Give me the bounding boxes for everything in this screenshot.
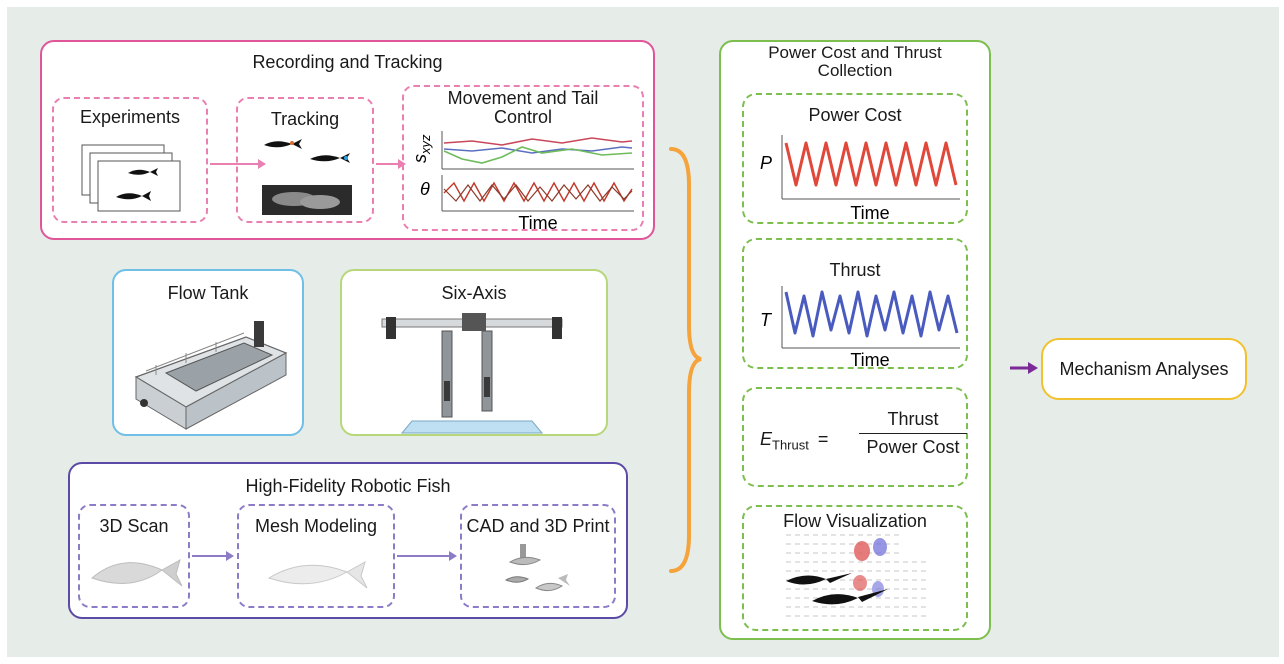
mechanism-analyses-box: Mechanism Analyses [1041,338,1247,400]
sxyz-series-blue [443,146,633,154]
six-axis-illustration [381,313,563,434]
power-thrust-panel: Power Cost and Thrust Collection Power C… [719,40,991,640]
thrust-label: Thrust [829,260,881,280]
flow-vis-label: Flow Visualization [783,511,927,531]
tracking-camera-frame [262,185,352,215]
recording-tracking-panel: Recording and Tracking Experiments Track… [40,40,655,240]
theta-series-red [443,181,633,203]
thrust-axis-label: T [760,310,773,330]
arrow-to-mechanism [1010,362,1038,374]
experiments-box: Experiments [52,97,208,223]
mesh-box: Mesh Modeling [237,504,395,608]
movement-time-label: Time [518,213,557,233]
movement-tail-label: Movement and Tail Control [447,88,599,127]
grouping-brace [669,147,702,573]
arrow-experiments-to-tracking [210,159,266,169]
power-cost-label: Power Cost [808,105,902,125]
power-axis-label: P [760,153,772,173]
efficiency-fraction: Thrust Power Cost [859,409,967,458]
scan-box: 3D Scan [78,504,190,608]
robotic-fish-title: High-Fidelity Robotic Fish [245,476,451,496]
tracking-label: Tracking [270,109,340,129]
efficiency-lhs: EThrust = [760,429,828,453]
flow-tank-panel: Flow Tank [112,269,304,436]
power-time-label: Time [850,203,889,223]
efficiency-box: EThrust = Thrust Power Cost [742,387,968,487]
cad-parts-illustration [504,544,570,592]
flow-vis-illustration [786,534,926,617]
efficiency-subscript: Thrust [772,437,809,453]
sxyz-series-red [443,137,633,146]
mechanism-analyses-label: Mechanism Analyses [1059,359,1229,379]
recording-tracking-title: Recording and Tracking [252,52,443,72]
experiment-frames-illustration [81,144,181,212]
tracked-fish-illustration [264,139,350,163]
cad-label: CAD and 3D Print [466,516,610,536]
efficiency-equals: = [817,429,829,449]
arrow-scan-to-mesh [192,551,234,561]
efficiency-symbol: E [760,429,773,449]
theta-series-dark [443,184,633,202]
experiments-label: Experiments [79,107,181,127]
flow-tank-title: Flow Tank [167,283,249,303]
power-cost-series [784,141,958,187]
tracking-box: Tracking [236,97,374,223]
sxyz-series-green [443,146,633,164]
arrow-mesh-to-cad [397,551,457,561]
six-axis-title: Six-Axis [441,283,507,303]
power-cost-box: Power Cost P Time [742,93,968,224]
power-thrust-title: Power Cost and Thrust Collection [768,43,942,80]
thrust-plot: T Time [760,286,960,370]
sxyz-axis-label: sxyz [410,134,433,163]
diagram-canvas: Recording and Tracking Experiments Track… [7,7,1279,657]
six-axis-panel: Six-Axis [340,269,608,436]
efficiency-numerator: Thrust [859,409,967,434]
thrust-time-label: Time [850,350,889,370]
thrust-box: Thrust T Time [742,238,968,370]
flow-tank-illustration [134,321,288,430]
cad-box: CAD and 3D Print [460,504,616,608]
movement-tail-box: Movement and Tail Control sxyz θ Time [402,85,644,233]
mesh-label: Mesh Modeling [254,516,378,536]
theta-axis-label: θ [420,179,430,199]
mesh-fish-illustration [267,560,368,589]
scan-fish-illustration [91,558,183,587]
scan-label: 3D Scan [99,516,169,536]
flow-vis-box: Flow Visualization [742,505,968,631]
efficiency-denominator: Power Cost [866,437,960,457]
movement-plots: sxyz θ Time [410,131,634,233]
robotic-fish-panel: High-Fidelity Robotic Fish 3D Scan Mesh … [68,462,628,619]
thrust-series [784,290,959,338]
power-cost-plot: P Time [760,135,960,223]
